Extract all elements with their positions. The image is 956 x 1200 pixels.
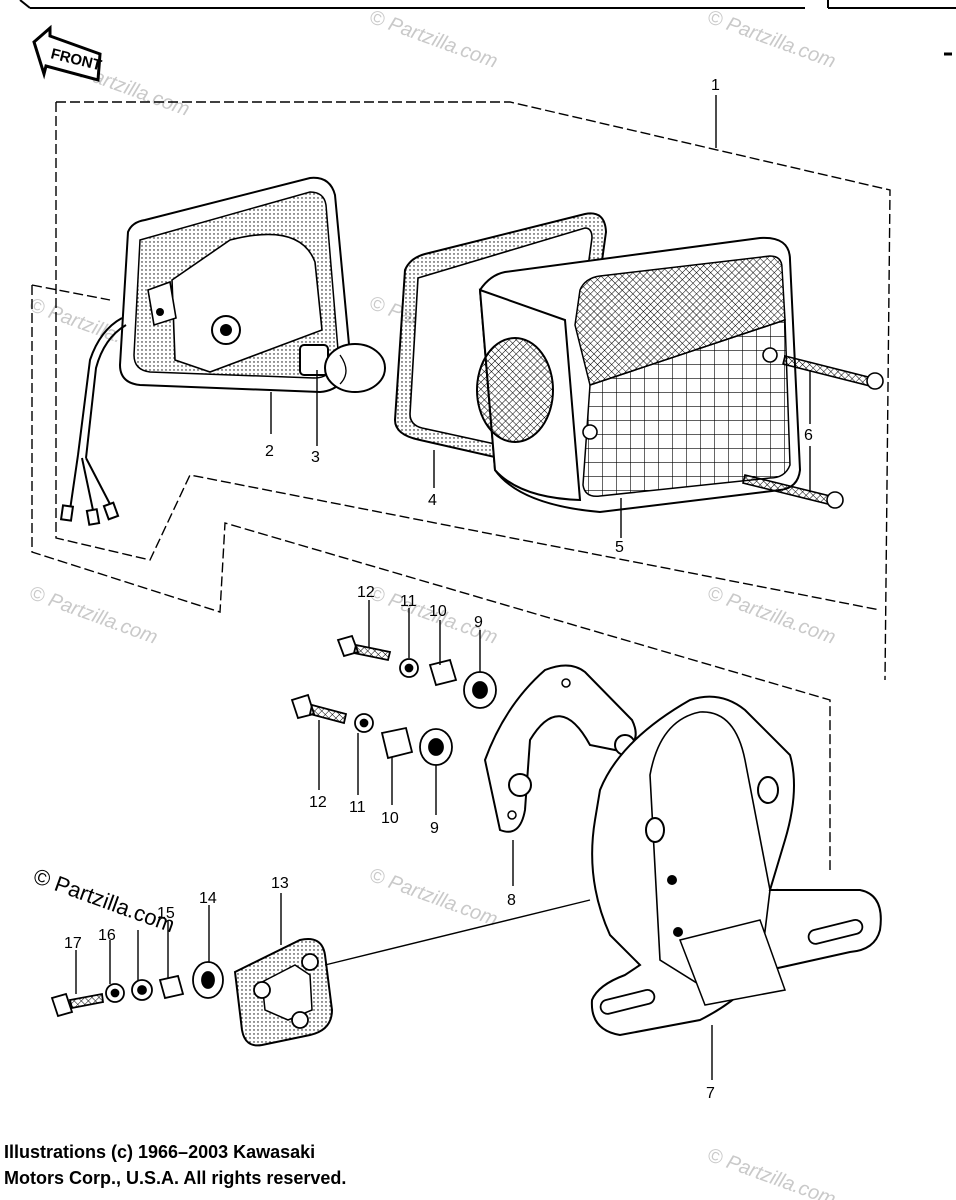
screw-part bbox=[742, 355, 884, 509]
callout-1: 1 bbox=[711, 77, 720, 94]
watermark: © Partzilla.com bbox=[704, 582, 838, 649]
callout-10-lower: 10 bbox=[381, 810, 399, 827]
callout-9-lower: 9 bbox=[430, 820, 439, 837]
callout-15: 15 bbox=[157, 905, 175, 922]
callout-7: 7 bbox=[706, 1085, 715, 1102]
callout-12-lower: 12 bbox=[309, 794, 327, 811]
callout-11-lower: 11 bbox=[349, 799, 366, 816]
page-border bbox=[19, 0, 956, 56]
callout-13: 13 bbox=[271, 875, 289, 892]
callout-3: 3 bbox=[311, 449, 320, 466]
callout-6: 6 bbox=[804, 427, 813, 444]
callout-8: 8 bbox=[507, 892, 516, 909]
hardware-upper bbox=[290, 634, 497, 766]
copyright-notice: Illustrations (c) 1966–2003 Kawasaki Mot… bbox=[4, 1139, 346, 1191]
watermark: © Partzilla.com bbox=[366, 864, 500, 931]
plate-gasket-part bbox=[233, 938, 334, 1047]
lamp-housing-part bbox=[118, 176, 352, 394]
wiring-harness bbox=[59, 317, 127, 526]
license-bracket-part bbox=[590, 695, 882, 1037]
leader-lines bbox=[75, 95, 811, 1080]
callout-17: 17 bbox=[64, 935, 82, 952]
callout-5: 5 bbox=[615, 539, 624, 556]
callout-labels: 1 2 3 4 5 6 7 8 9 9 10 10 11 11 12 12 13… bbox=[64, 77, 813, 1102]
callout-12-upper: 12 bbox=[357, 584, 375, 601]
copyright-line-2: Motors Corp., U.S.A. All rights reserved… bbox=[4, 1168, 347, 1188]
front-arrow-icon: FRONT bbox=[32, 24, 103, 82]
callout-14: 14 bbox=[199, 890, 217, 907]
assembly-bracket-lines bbox=[31, 101, 891, 870]
callout-16: 16 bbox=[98, 927, 116, 944]
copyright-line-1: Illustrations (c) 1966–2003 Kawasaki bbox=[4, 1142, 316, 1162]
callout-10-upper: 10 bbox=[429, 603, 447, 620]
tail-lens-part bbox=[476, 236, 802, 514]
hardware-lower bbox=[50, 961, 224, 1018]
callout-9-upper: 9 bbox=[474, 614, 483, 631]
watermark: © Partzilla.com bbox=[704, 1144, 838, 1200]
callout-11-upper: 11 bbox=[400, 593, 417, 610]
callout-2: 2 bbox=[265, 443, 274, 460]
watermark: © Partzilla.com bbox=[704, 6, 838, 73]
watermark: © Partzilla.com bbox=[366, 6, 500, 73]
watermark: © Partzilla.com bbox=[26, 582, 160, 649]
callout-4: 4 bbox=[428, 492, 437, 509]
bulb-part bbox=[299, 343, 386, 393]
